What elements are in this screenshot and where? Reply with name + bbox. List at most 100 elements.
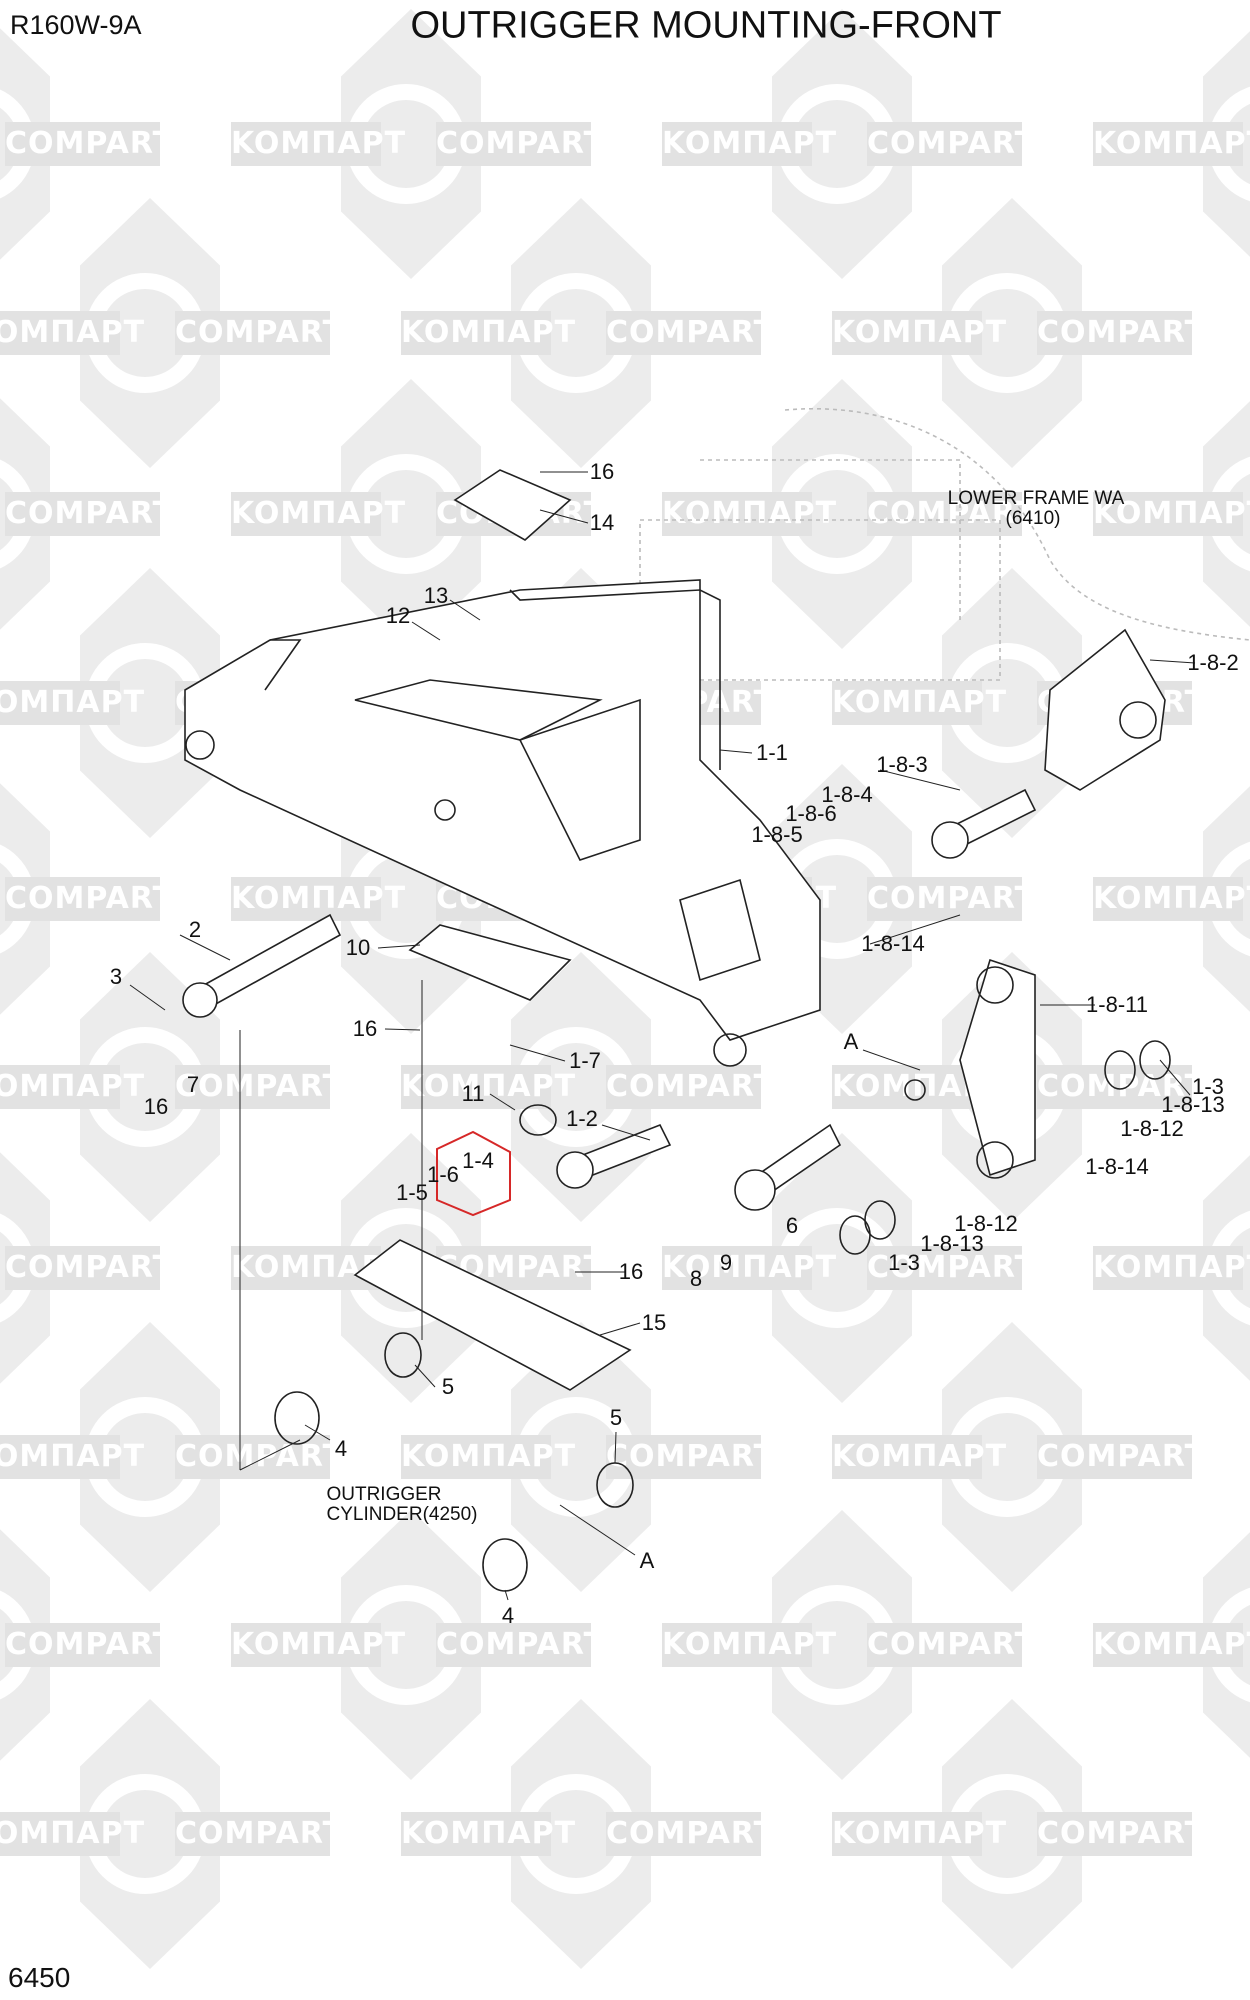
- watermark-text-left: KOMПАРТ: [662, 122, 836, 166]
- callout-label: 4: [501, 1603, 515, 1628]
- watermark-text-right: COMPART: [5, 1246, 173, 1290]
- watermark-text-left: KOMПАРТ: [832, 311, 1006, 355]
- watermark-text-left: KOMПАРТ: [401, 311, 575, 355]
- watermark-text-left: KOMПАРТ: [231, 877, 405, 921]
- watermark-text-left: KOMПАРТ: [662, 1246, 836, 1290]
- callout-label: 13: [423, 583, 449, 608]
- watermark-text-left: KOMПАРТ: [832, 1812, 1006, 1856]
- watermark-text-right: COMPART: [867, 1246, 1035, 1290]
- callout-label: 3: [109, 964, 123, 989]
- compart-watermark: KOMПАРТ COMPART: [231, 9, 604, 279]
- watermark-text-right: COMPART: [606, 1065, 774, 1109]
- callout-label: 5: [441, 1374, 455, 1399]
- callout-label: 12: [385, 603, 411, 628]
- watermark-text-left: KOMПАРТ: [401, 1812, 575, 1856]
- outrigger-frame: [184, 579, 821, 1067]
- callout-label: 8: [689, 1266, 703, 1291]
- plates: [353, 469, 632, 1391]
- highlight-hexagon: [436, 1130, 511, 1217]
- bracket-assembly: [904, 628, 1166, 1179]
- callout-label: 1-5: [396, 1180, 428, 1205]
- watermark-text-left: KOMПАРТ: [0, 311, 144, 355]
- lower-frame-outline: [639, 408, 1250, 681]
- watermark-text-right: COMPART: [1037, 311, 1205, 355]
- watermark-text-right: COMPART: [5, 1623, 173, 1667]
- compart-watermark: KOMПАРТ COMPART: [832, 1322, 1205, 1592]
- watermark-text-right: COMPART: [436, 122, 604, 166]
- callout-label: A: [639, 1548, 655, 1573]
- compart-watermark: KOMПАРТ COMPART: [662, 1510, 1035, 1780]
- watermark-text-left: KOMПАРТ: [1093, 1623, 1250, 1667]
- callout-label: 14: [589, 510, 615, 535]
- callout-label: 1-8-5: [751, 822, 803, 847]
- callout-label: 16: [143, 1094, 169, 1119]
- callout-label: 6: [785, 1213, 799, 1238]
- watermark-text-left: KOMПАРТ: [401, 1065, 575, 1109]
- callout-label: 10: [345, 935, 371, 960]
- lower-frame-note: LOWER FRAME WA: [947, 488, 1125, 509]
- watermark-text-right: COMPART: [867, 877, 1035, 921]
- watermark-text-left: KOMПАРТ: [231, 122, 405, 166]
- watermark-text-right: COMPART: [5, 877, 173, 921]
- callout-label: 1-8-14: [1085, 1154, 1149, 1179]
- model-number: R160W-9A: [10, 10, 142, 40]
- watermark-text-right: COMPART: [867, 1623, 1035, 1667]
- watermark-text-right: COMPART: [606, 1435, 774, 1479]
- callout-label: 1-8-2: [1187, 650, 1239, 675]
- callout-label: 1-1: [756, 740, 788, 765]
- page-number: 6450: [8, 1962, 71, 1993]
- callout-label: A: [843, 1029, 859, 1054]
- callout-label: 11: [461, 1081, 485, 1106]
- callout-label: 15: [641, 1310, 667, 1335]
- watermark-text-right: COMPART: [867, 492, 1035, 536]
- callout-label: 1-7: [569, 1048, 601, 1073]
- watermark-text-left: KOMПАРТ: [1093, 492, 1250, 536]
- watermark-text-right: COMPART: [5, 492, 173, 536]
- callout-label: 1-6: [427, 1162, 459, 1187]
- leader-lines: [129, 471, 1196, 1601]
- compart-watermark: KOMПАРТ COMPART: [662, 1133, 1035, 1403]
- callout-label: 7: [186, 1072, 200, 1097]
- callout-label: 1-8-13: [1161, 1092, 1225, 1117]
- compart-watermark: KOMПАРТ COMPART: [231, 1510, 604, 1780]
- callout-label: 1-8-14: [861, 931, 925, 956]
- callout-label: 2: [188, 917, 202, 942]
- watermark-text-right: COMPART: [175, 1065, 343, 1109]
- callout-label: 1-3: [888, 1250, 920, 1275]
- compart-watermark: KOMПАРТ COMPART: [832, 1699, 1205, 1969]
- watermark-text-right: COMPART: [175, 1435, 343, 1479]
- callout-label: 1-8-13: [920, 1231, 984, 1256]
- callout-label: 1-8-12: [1120, 1116, 1184, 1141]
- watermark-text-right: COMPART: [5, 122, 173, 166]
- cylinder-note-line2: CYLINDER(4250): [326, 1504, 478, 1525]
- watermark-text-left: KOMПАРТ: [832, 1435, 1006, 1479]
- watermark-text-left: KOMПАРТ: [1093, 122, 1250, 166]
- watermark-text-left: KOMПАРТ: [231, 1623, 405, 1667]
- watermark-text-left: KOMПАРТ: [832, 681, 1006, 725]
- callout-label: 1-8-12: [954, 1211, 1018, 1236]
- watermark-text-right: COMPART: [1037, 1812, 1205, 1856]
- watermark-text-right: COMPART: [1037, 1435, 1205, 1479]
- callout-label: 1-4: [462, 1148, 494, 1173]
- watermark-text-left: KOMПАРТ: [231, 492, 405, 536]
- callout-label: 16: [589, 459, 615, 484]
- callout-label: 1-3: [1192, 1074, 1224, 1099]
- seal-rings: [274, 1040, 1171, 1592]
- watermark-text-left: KOMПАРТ: [662, 1623, 836, 1667]
- callout-label: 1-8-4: [821, 782, 873, 807]
- watermark-text-right: COMPART: [436, 1623, 604, 1667]
